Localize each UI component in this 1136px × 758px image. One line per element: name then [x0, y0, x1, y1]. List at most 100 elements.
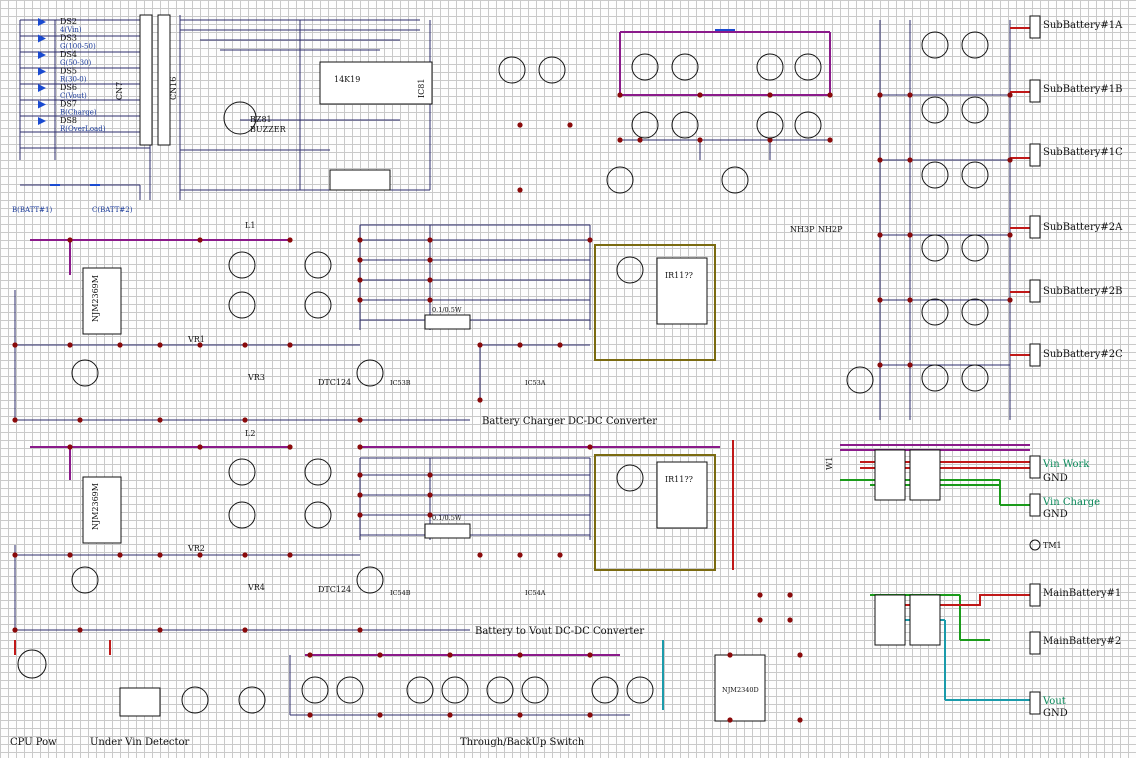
junction-dot	[827, 137, 833, 143]
led-diode-icon	[38, 84, 46, 92]
transistor-icon	[756, 53, 784, 81]
ic54a-label: IC54A	[525, 589, 546, 597]
led-ref-ds8: DS8	[60, 116, 77, 125]
vincharge-label: Vin Charge	[1042, 497, 1100, 508]
transistor-icon	[616, 464, 644, 492]
junction-dot	[67, 342, 73, 348]
junction-dot	[767, 92, 773, 98]
junction-dot	[727, 717, 733, 723]
junction-dot	[907, 297, 913, 303]
transistor-icon	[498, 56, 526, 84]
sub1b-label: SubBattery#1B	[1043, 84, 1122, 95]
junction-dot	[877, 157, 883, 163]
led-diode-icon	[38, 117, 46, 125]
junction-dot	[157, 552, 163, 558]
junction-dot	[557, 552, 563, 558]
junction-dot	[12, 342, 18, 348]
dtc-label-2: DTC124	[318, 585, 351, 594]
led-diode-icon	[38, 34, 46, 43]
junction-dot	[197, 342, 203, 348]
charger-section	[14, 224, 716, 421]
sub2a-label: SubBattery#2A	[1043, 222, 1123, 233]
transistor-icon	[921, 31, 949, 59]
junction-dot	[287, 444, 293, 450]
transistor-icon	[336, 676, 364, 704]
nh3p-label: NH3P	[790, 225, 815, 234]
junction-dot	[427, 472, 433, 478]
transistor-icon	[406, 676, 434, 704]
led-ref-ds3: DS3	[60, 34, 77, 43]
led-labels: DS24(Vin)DS3G(100-50)DS4G(50-30)DS5R(30-…	[38, 17, 106, 133]
transistor-icon	[71, 359, 99, 387]
batt1-label: B(BATT#1)	[12, 206, 52, 214]
led-desc-ds2: 4(Vin)	[60, 26, 82, 34]
junction-dot	[587, 237, 593, 243]
transistor-icon	[961, 234, 989, 262]
transistor-icon	[228, 251, 256, 279]
transistor-icon	[921, 96, 949, 124]
junction-dot	[357, 297, 363, 303]
junction-dot	[767, 137, 773, 143]
junction-dot	[907, 92, 913, 98]
vr4-label: VR4	[247, 583, 265, 592]
transistor-icon	[228, 458, 256, 486]
transistor-icon	[626, 676, 654, 704]
junction-dot	[67, 237, 73, 243]
junction-dot	[797, 717, 803, 723]
junction-dot	[427, 257, 433, 263]
transistor-icon	[521, 676, 549, 704]
junction-dot	[477, 552, 483, 558]
junction-dot	[307, 712, 313, 718]
junction-dot	[637, 137, 643, 143]
junction-dot	[157, 342, 163, 348]
gnd-label-2: GND	[1043, 509, 1068, 520]
l1-label: L1	[245, 221, 255, 230]
junction-dot	[357, 472, 363, 478]
junction-dot	[477, 397, 483, 403]
led-ref-ds4: DS4	[60, 50, 77, 59]
junction-dot	[477, 342, 483, 348]
transistor-icon	[538, 56, 566, 84]
junction-dot	[447, 712, 453, 718]
junction-dot	[77, 627, 83, 633]
junction-dot	[617, 137, 623, 143]
through-section-label: Through/BackUp Switch	[460, 737, 585, 748]
transistor-icon	[921, 161, 949, 189]
junction-dots	[12, 92, 1013, 723]
transistor-icon	[961, 31, 989, 59]
junction-dot	[157, 417, 163, 423]
main2-label: MainBattery#2	[1043, 636, 1121, 647]
junction-dot	[357, 512, 363, 518]
junction-dot	[827, 92, 833, 98]
led-desc-ds4: G(50-30)	[60, 59, 92, 67]
junction-dot	[117, 552, 123, 558]
junction-dot	[907, 362, 913, 368]
transistor-icon	[794, 53, 822, 81]
junction-dot	[517, 187, 523, 193]
junction-dot	[757, 617, 763, 623]
vout-conn-label: Vout	[1042, 696, 1066, 707]
test-point-icon	[1029, 539, 1041, 551]
transistor-icon	[304, 291, 332, 319]
sub2b-label: SubBattery#2B	[1043, 286, 1122, 297]
ic81-part: 14K19	[334, 75, 360, 84]
junction-dot	[307, 652, 313, 658]
transistor-icon	[304, 458, 332, 486]
junction-dot	[877, 92, 883, 98]
right-switch-bank	[879, 20, 1030, 420]
svg-text:CN16: CN16	[169, 77, 178, 100]
ic1-part: NJM2369M	[91, 275, 100, 322]
main-battery-wiring	[870, 594, 1030, 701]
led-ref-ds6: DS6	[60, 83, 77, 92]
junction-dot	[587, 652, 593, 658]
transistor-icon	[71, 566, 99, 594]
ic2-part: NJM2369M	[91, 483, 100, 530]
vinwork-label: Vin Work	[1042, 459, 1090, 470]
batt2-label: C(BATT#2)	[92, 206, 133, 214]
transistor-icon	[606, 166, 634, 194]
junction-dot	[877, 297, 883, 303]
junction-dot	[157, 627, 163, 633]
bz81-label: BZ81	[250, 115, 272, 124]
junction-dot	[697, 92, 703, 98]
